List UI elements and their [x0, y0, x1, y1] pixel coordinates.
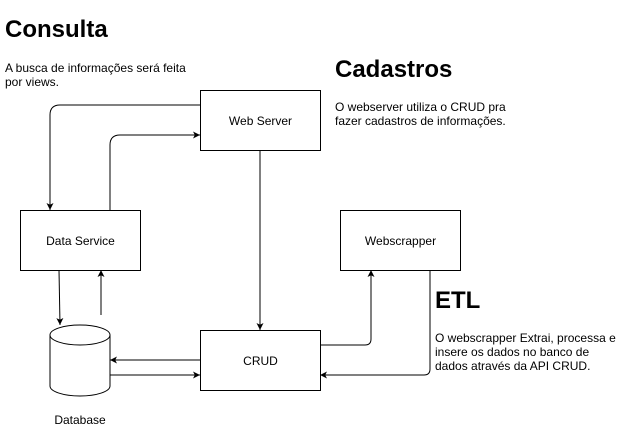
data-service-label: Data Service [46, 233, 115, 248]
arrow-webserver-to-dataservice [46, 104, 200, 210]
webscrapper-label: Webscrapper [364, 233, 437, 248]
consulta-description-line: por views. [5, 75, 60, 89]
arrow-dataservice-to-webserver [109, 131, 200, 210]
etl-title: ETL [435, 287, 481, 314]
etl-description-line: dados através da API CRUD. [435, 359, 591, 373]
arrow-crud-to-webscrapper [320, 270, 375, 346]
arrow-webscrapper-to-crud [320, 270, 431, 379]
data-service-node[interactable]: Data Service [20, 210, 141, 271]
crud-label: CRUD [243, 353, 278, 368]
etl-description-line: insere os dados no banco de [435, 345, 590, 359]
crud-node[interactable]: CRUD [200, 330, 321, 391]
cadastros-description-line: fazer cadastros de informações. [335, 114, 506, 128]
database-label: Database [54, 413, 106, 427]
web-server-node[interactable]: Web Server [200, 90, 321, 151]
database-cylinder-icon [49, 324, 111, 397]
webscrapper-node[interactable]: Webscrapper [340, 210, 461, 271]
cadastros-description-line: O webserver utiliza o CRUD pra [335, 100, 506, 114]
consulta-title: Consulta [5, 16, 108, 43]
etl-description-line: O webscrapper Extrai, processa e [435, 331, 616, 345]
etl-description: O webscrapper Extrai, processa e insere … [435, 331, 616, 373]
arrow-dataservice-to-database [56, 269, 64, 326]
web-server-label: Web Server [228, 113, 293, 128]
consulta-description-line: A busca de informações será feita [5, 61, 186, 75]
cadastros-title: Cadastros [335, 56, 453, 83]
consulta-description: A busca de informações será feita por vi… [5, 61, 186, 89]
cadastros-description: O webserver utiliza o CRUD pra fazer cad… [335, 100, 506, 128]
